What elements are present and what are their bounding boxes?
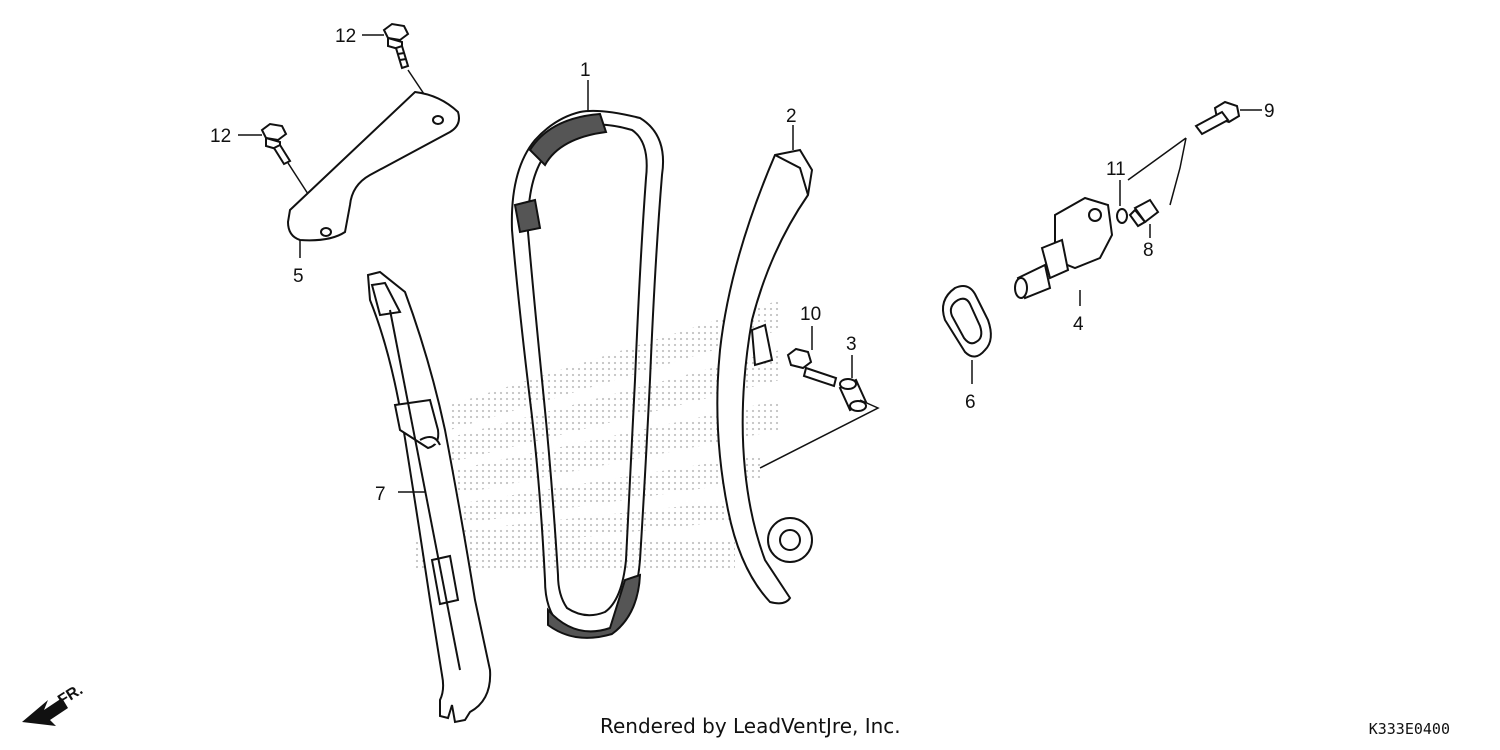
diagram-code: K333E0400 — [1368, 720, 1450, 738]
tensioner-arm — [716, 148, 814, 605]
callout-guide-plate: 5 — [293, 266, 304, 287]
callout-lifter-bolt: 9 — [1264, 101, 1275, 122]
chain-guide — [366, 270, 492, 724]
plate-bolt-left — [260, 122, 292, 166]
front-direction-arrow-icon: FR. — [22, 681, 86, 726]
callout-pivot-bolt: 10 — [800, 304, 821, 325]
guide-plate — [286, 90, 460, 242]
plate-bolt-top — [382, 22, 410, 70]
callout-washer: 11 — [1106, 159, 1126, 180]
callout-plate-bolt-left: 12 — [210, 126, 231, 147]
callout-guide: 7 — [375, 484, 386, 505]
callout-tensioner-arm: 2 — [786, 106, 797, 127]
collar — [838, 378, 868, 412]
watermark-logo — [415, 300, 780, 570]
callout-collar: 3 — [846, 334, 857, 355]
tensioner-bolt — [1128, 198, 1160, 228]
callout-gasket: 6 — [965, 392, 976, 413]
credit-text: Rendered by LeadVentJre, Inc. — [600, 714, 901, 738]
gasket — [942, 285, 992, 358]
cam-chain — [510, 109, 664, 639]
callout-tensioner-lifter: 4 — [1073, 314, 1084, 335]
pivot-bolt — [786, 347, 838, 388]
lifter-bolt — [1194, 100, 1241, 136]
callout-tensioner-bolt: 8 — [1143, 240, 1154, 261]
callout-plate-bolt-top: 12 — [335, 26, 356, 47]
washer — [1116, 208, 1128, 224]
callout-chain: 1 — [580, 60, 591, 81]
tensioner-lifter — [1014, 196, 1114, 300]
